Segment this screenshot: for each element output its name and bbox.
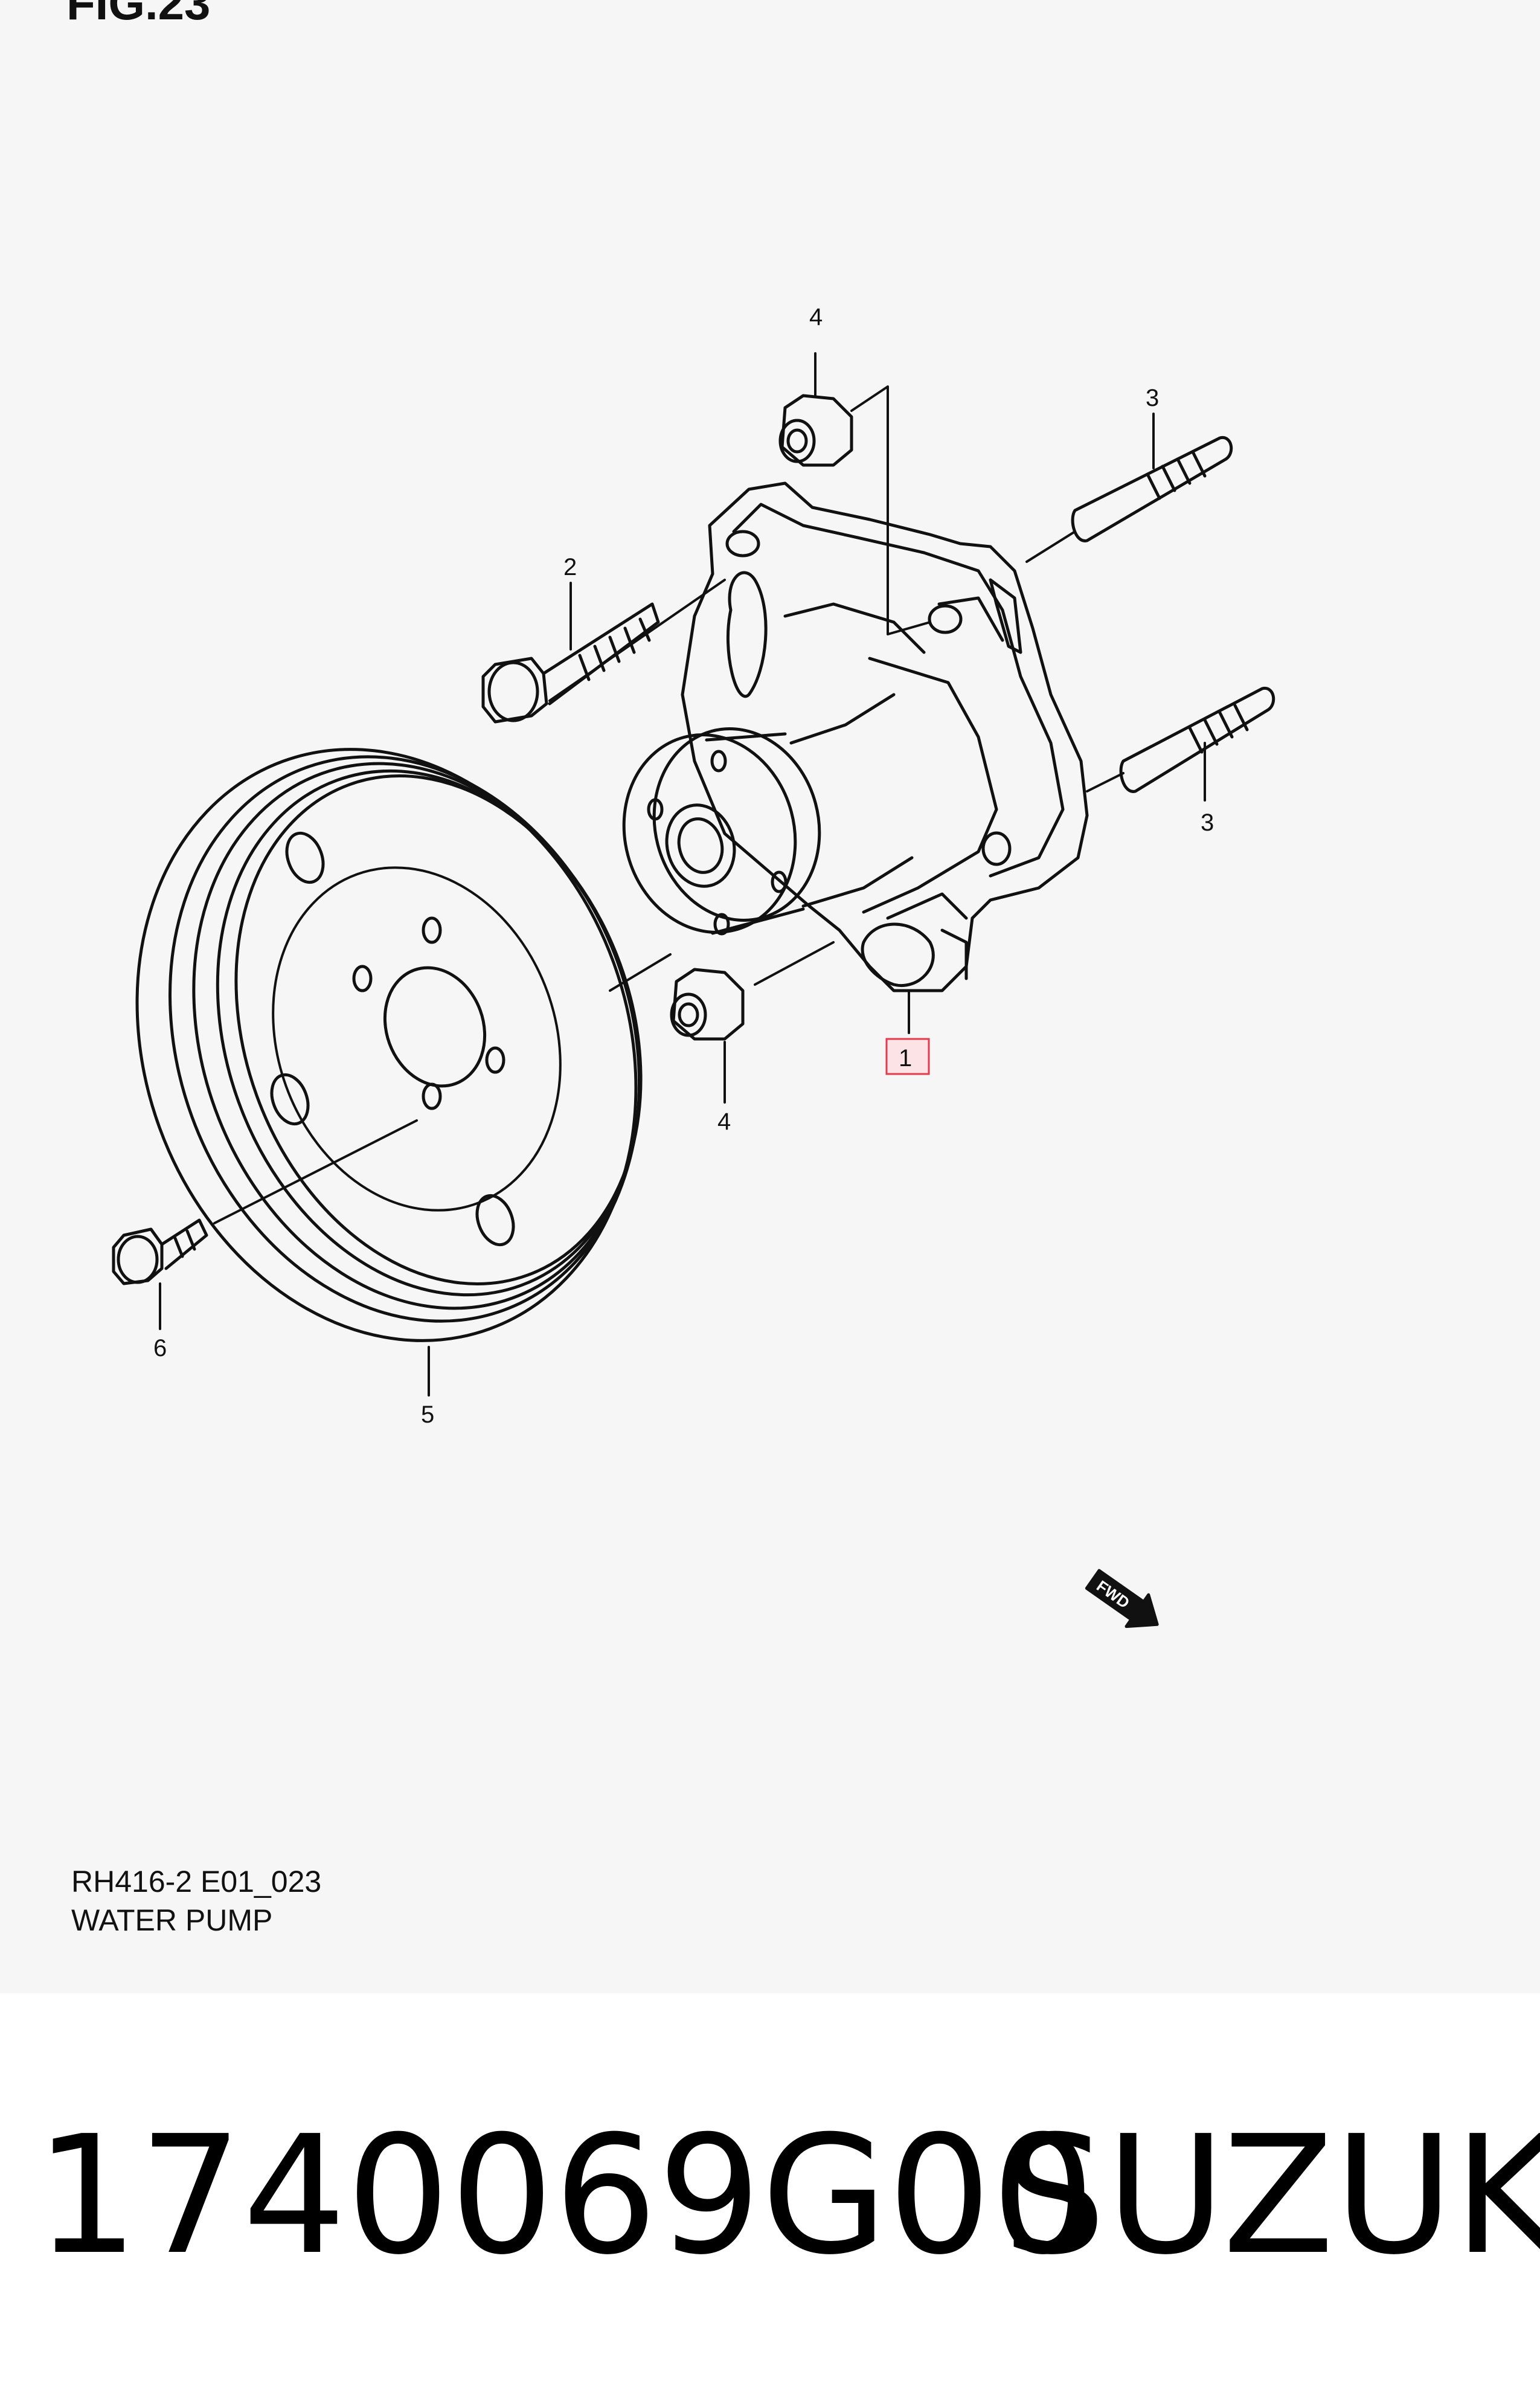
part-banner [0, 1993, 1540, 2392]
callout-1-highlight [885, 1038, 930, 1075]
assembly-lines [159, 352, 1206, 1397]
fwd-arrow-icon: FWD [1085, 1569, 1159, 1628]
callout-4-lower: 4 [717, 1108, 731, 1135]
callout-3-lower: 3 [1201, 809, 1214, 836]
figure-label: FIG.23 [66, 0, 211, 30]
callout-3-upper: 3 [1146, 385, 1159, 411]
bolt-6 [112, 1218, 208, 1285]
diagram-sheet [0, 0, 1540, 1993]
callout-5: 5 [421, 1401, 434, 1428]
callout-1: 1 [899, 1045, 912, 1072]
callout-4-upper: 4 [809, 304, 823, 330]
stud-bolt-3-lower [1119, 687, 1275, 793]
brand-name: SUZUKI [1003, 2100, 1540, 2291]
nut-4-upper [778, 394, 853, 467]
water-pump-housing [622, 481, 1089, 992]
callout-2: 2 [563, 554, 577, 580]
diagram-title: WATER PUMP [71, 1903, 273, 1937]
exploded-parts-diagram: FWD 1 2 3 3 4 4 5 6 [112, 304, 1275, 1628]
part-number: 1740069G00 [35, 2100, 1096, 2291]
pulley [135, 748, 643, 1342]
callout-6: 6 [153, 1335, 167, 1362]
stud-bolt-3-upper [1071, 436, 1233, 542]
diagram-code: RH416-2 E01_023 [71, 1865, 322, 1898]
nut-4-lower [670, 968, 745, 1041]
